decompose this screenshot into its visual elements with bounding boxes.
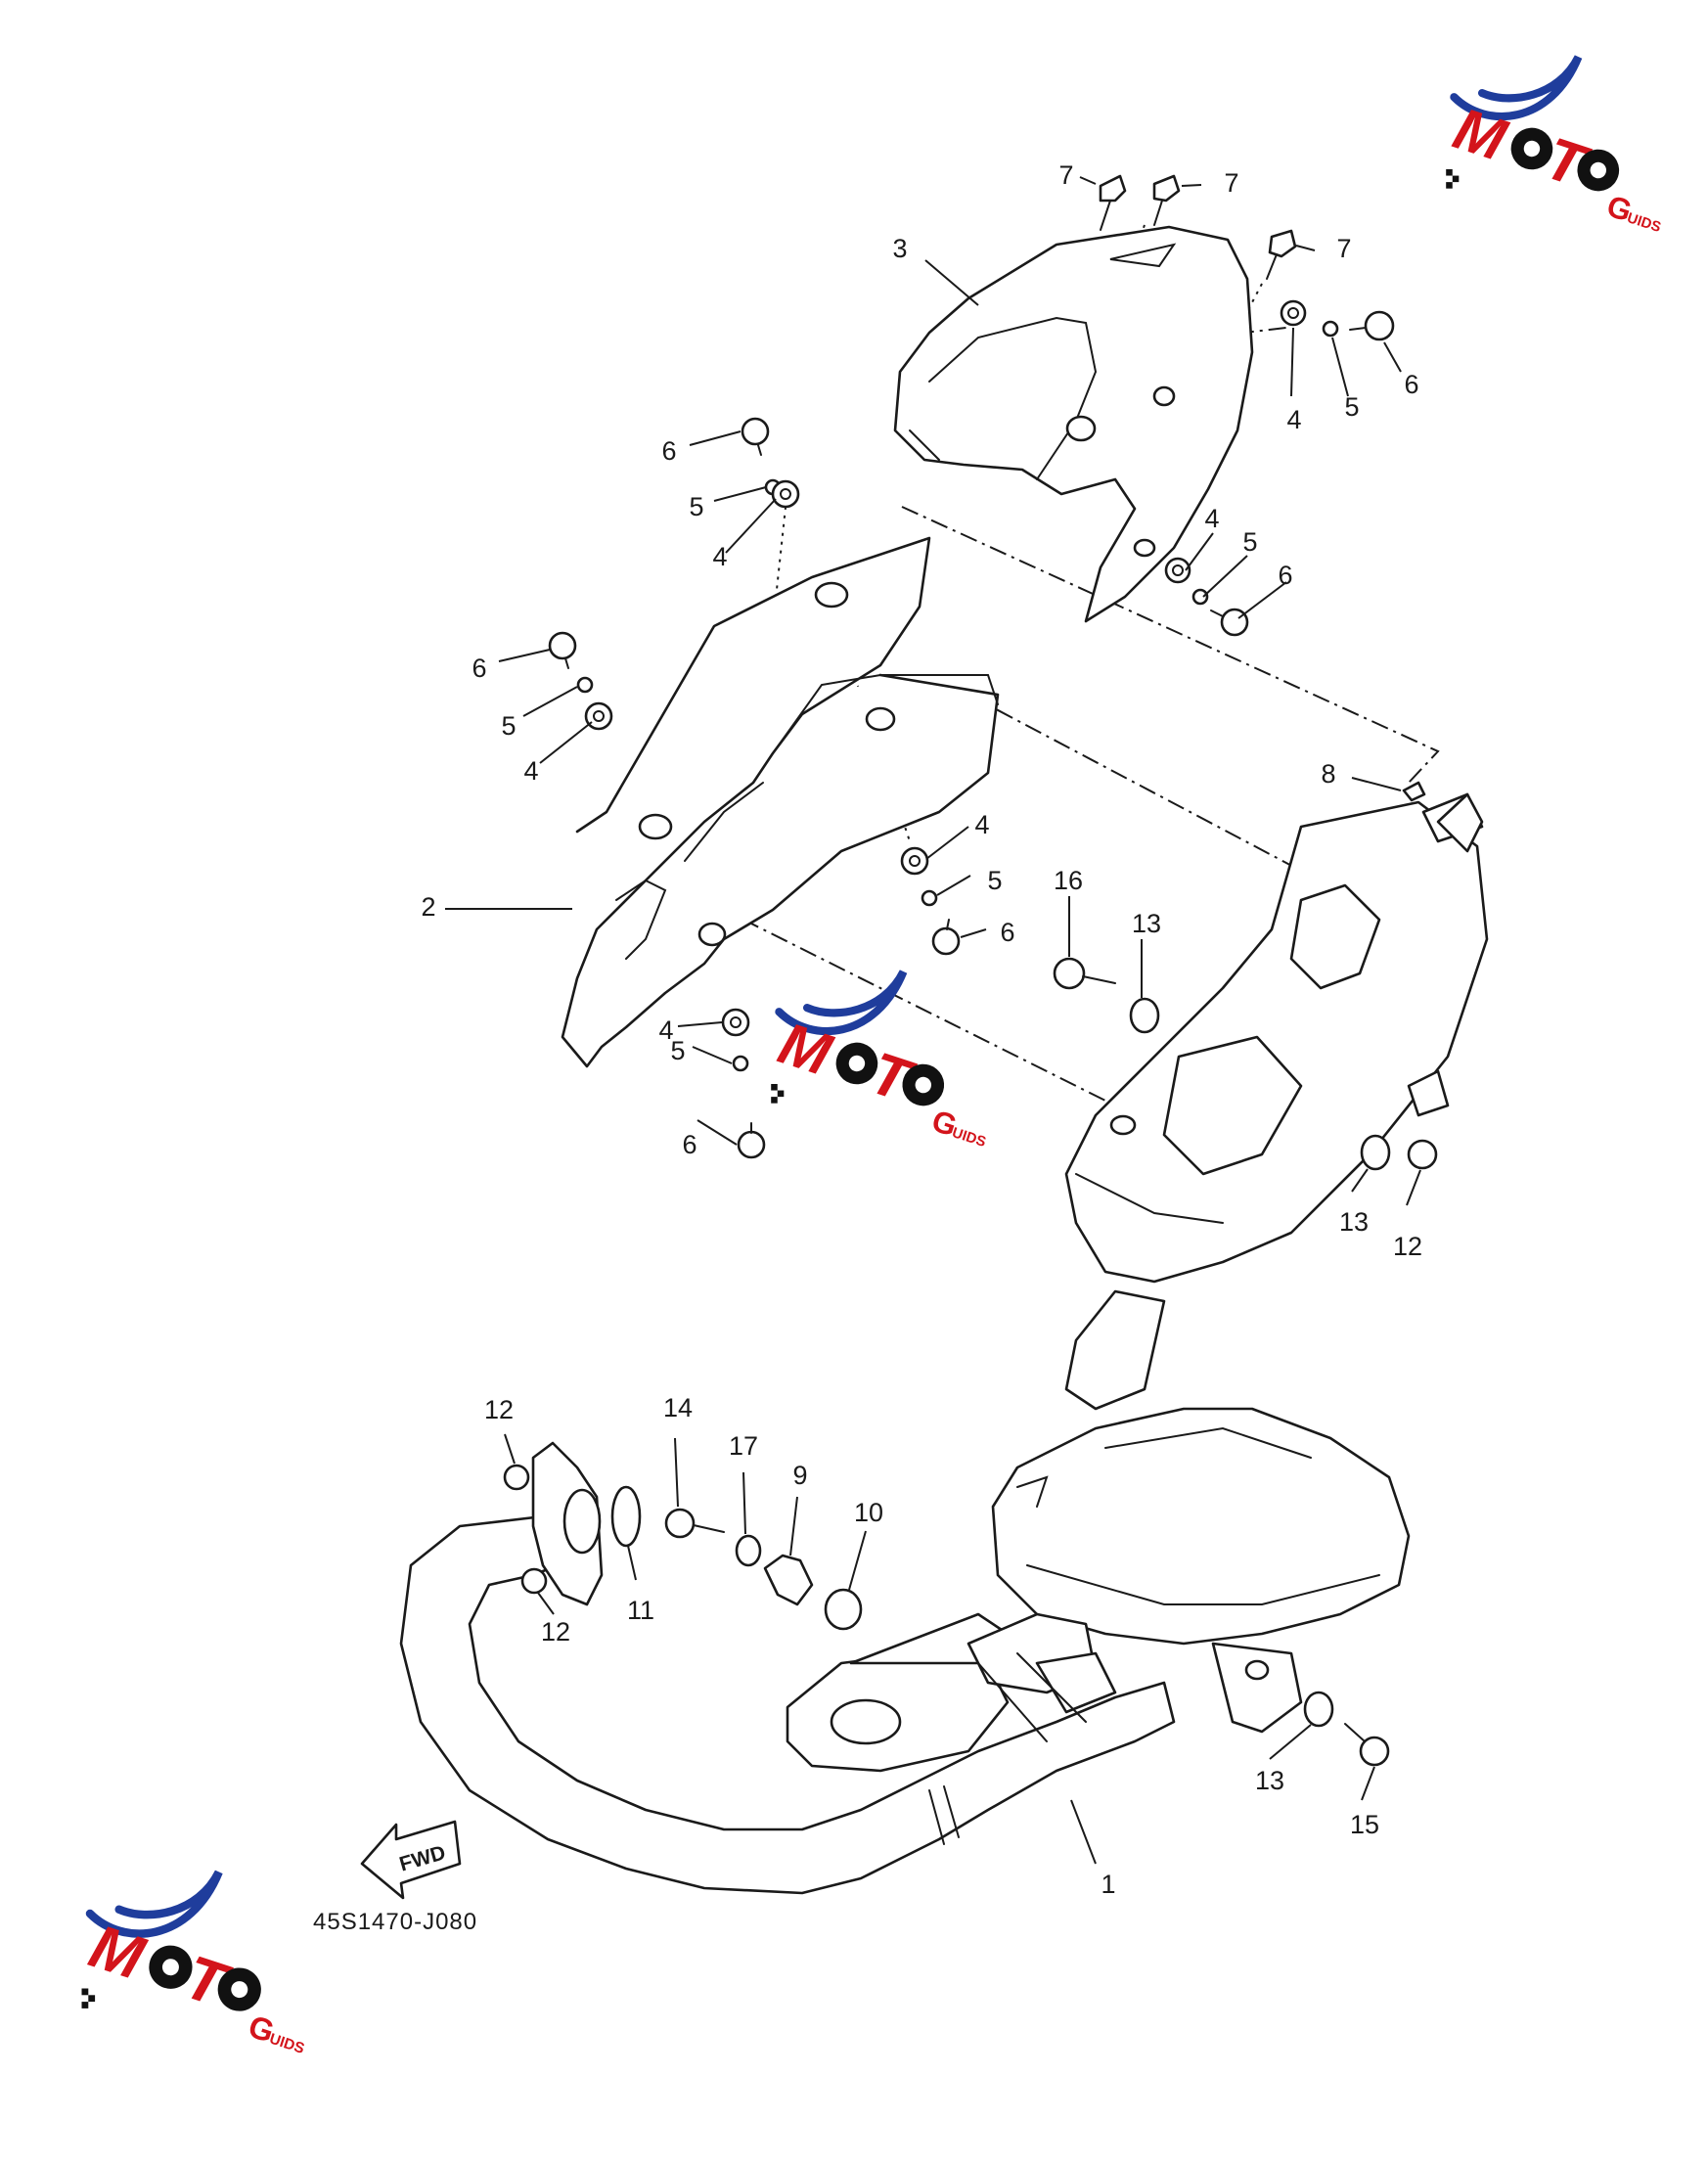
callout-13: 13 (1255, 1766, 1284, 1795)
side-heat-shield (561, 536, 1000, 1068)
logo-letter: M (771, 1010, 839, 1089)
callout-4: 4 (523, 756, 538, 786)
callout-4: 4 (1204, 504, 1219, 533)
exhaust-pipe (399, 1514, 1176, 1895)
callout-6: 6 (682, 1130, 697, 1159)
callout-16: 16 (1054, 866, 1083, 895)
callout-5: 5 (1344, 392, 1359, 422)
watermark-logo: M T G UIDS (81, 1870, 306, 2057)
logo-letter: M (82, 1912, 154, 1993)
callout-15: 15 (1350, 1810, 1379, 1839)
muffler (1064, 792, 1489, 1411)
watermark-logo: M T G UIDS (1446, 55, 1663, 236)
logo-uids: UIDS (950, 1125, 988, 1151)
callout-7: 7 (1224, 168, 1238, 198)
callout-numbers: 1 2 3 4 4 4 4 4 4 5 5 5 5 5 5 6 6 6 6 6 … (421, 160, 1422, 1899)
callout-3: 3 (892, 234, 907, 263)
callout-1: 1 (1101, 1870, 1115, 1899)
callout-12: 12 (541, 1617, 570, 1647)
callout-13: 13 (1339, 1207, 1369, 1237)
watermark-logo: M T G UIDS (771, 970, 988, 1151)
lower-muffler-box (991, 1407, 1411, 1734)
callout-14: 14 (663, 1393, 693, 1422)
callout-6: 6 (472, 654, 486, 683)
callout-4: 4 (658, 1015, 673, 1045)
callout-11: 11 (627, 1596, 654, 1625)
callout-6: 6 (1404, 370, 1418, 399)
callout-6: 6 (1000, 918, 1014, 947)
callout-10: 10 (854, 1498, 883, 1527)
logo-uids: UIDS (1625, 210, 1663, 236)
upper-heat-shield (893, 225, 1254, 623)
fwd-arrow: FWD (360, 1820, 462, 1900)
callout-4: 4 (974, 810, 989, 839)
logo-letter: M (1446, 95, 1514, 174)
callout-5: 5 (1242, 527, 1257, 557)
callout-4: 4 (1286, 405, 1301, 434)
callout-12: 12 (1393, 1232, 1422, 1261)
hardware (503, 174, 1484, 1767)
callout-4: 4 (712, 542, 727, 571)
callout-5: 5 (987, 866, 1002, 895)
callout-5: 5 (689, 492, 703, 521)
callout-13: 13 (1132, 909, 1161, 938)
callout-7: 7 (1058, 160, 1073, 190)
callout-6: 6 (661, 436, 676, 466)
callout-2: 2 (421, 892, 435, 922)
diagram-code: 45S1470-J080 (313, 1909, 477, 1935)
callout-6: 6 (1278, 561, 1292, 590)
callout-12: 12 (484, 1395, 514, 1424)
callout-5: 5 (670, 1036, 685, 1065)
callout-7: 7 (1336, 234, 1351, 263)
leader-lines (445, 176, 1421, 1865)
callout-17: 17 (729, 1431, 758, 1461)
callout-9: 9 (792, 1461, 807, 1490)
callout-5: 5 (501, 711, 516, 741)
exhaust-flange (531, 1441, 642, 1606)
callout-8: 8 (1321, 759, 1335, 789)
logo-uids: UIDS (267, 2031, 306, 2057)
